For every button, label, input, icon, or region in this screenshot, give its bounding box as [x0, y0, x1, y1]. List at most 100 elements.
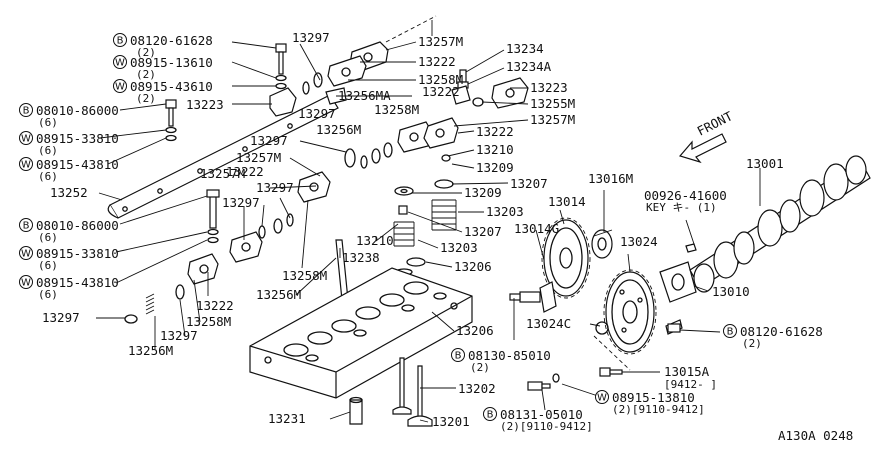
part-number: 08120-61628: [130, 33, 213, 48]
rocker-arms-top: [302, 41, 389, 105]
part-number: 08130-85010: [468, 348, 551, 363]
valve-springs-center: [393, 154, 457, 276]
prefix-letter: B: [727, 327, 734, 338]
part-number: 08915-13810: [612, 390, 695, 405]
part-label: 13258M: [186, 314, 231, 329]
prefix-letter: B: [487, 410, 494, 421]
part-label: 13222: [422, 84, 460, 99]
part-label: 13010: [712, 284, 750, 299]
part-label: 13231: [268, 411, 306, 426]
part-label: 13201: [432, 414, 470, 429]
leader-lines: [96, 15, 761, 423]
part-label: 13258M: [374, 102, 419, 117]
part-label: 13222: [226, 164, 264, 179]
part-qty: (2): [470, 361, 490, 374]
prefix-letter: W: [21, 134, 31, 145]
part-label: 13238: [342, 250, 380, 265]
prefix-letter: W: [21, 278, 31, 289]
part-label: 13297: [298, 106, 336, 121]
part-qty: (2)[9110-9412]: [500, 420, 593, 433]
part-qty: (2)[9110-9412]: [612, 403, 705, 416]
camshaft-13001: [685, 155, 871, 293]
part-label: 13209: [464, 185, 502, 200]
rocker-arms-right: [451, 69, 529, 109]
part-qty: (6): [38, 231, 58, 244]
part-number: 08120-61628: [740, 324, 823, 339]
key-part-number: 00926-41600: [644, 188, 727, 203]
part-label: 13202: [458, 381, 496, 396]
part-label: 13222: [476, 124, 514, 139]
prefix-letter: B: [23, 221, 30, 232]
part-label: 13207: [464, 224, 502, 239]
key-label: KEY キ- (1): [646, 201, 717, 214]
cam-gear-13024: [595, 269, 657, 355]
prefixed-part-numbers: 08120-61628 (2) 08915-13610 (2) 08915-43…: [36, 33, 823, 433]
part-label: 13297: [250, 133, 288, 148]
part-number: 08915-33810: [36, 131, 119, 146]
springs-bottom-left: [124, 284, 185, 324]
part-label: 13210: [356, 233, 394, 248]
part-number: 08915-43810: [36, 157, 119, 172]
part-label: 13297: [42, 310, 80, 325]
part-qty: (6): [38, 170, 58, 183]
prefix-circles: B W W B W W B W W B B W B: [19, 33, 737, 421]
part-label: 13222: [418, 54, 456, 69]
part-label: 13223: [530, 80, 568, 95]
part-qty: (6): [38, 144, 58, 157]
part-label: 13257M: [200, 166, 245, 181]
part-label: 13014G: [514, 221, 559, 236]
part-label: 13252: [50, 185, 88, 200]
part-label: 13257M: [418, 34, 463, 49]
part-number: 08915-43810: [36, 275, 119, 290]
prefix-letter: W: [115, 82, 125, 93]
part-label: 13256M: [316, 122, 361, 137]
part-label: 13258M: [418, 72, 463, 87]
part-label: 13297: [292, 30, 330, 45]
rocker-arms-middle: [297, 117, 459, 203]
part-label: 13209: [476, 160, 514, 175]
part-number: 08915-33810: [36, 246, 119, 261]
part-qty: (2): [136, 68, 156, 81]
part-number: 08010-86000: [36, 218, 119, 233]
part-label: 13256M: [256, 287, 301, 302]
rocker-arms-lower-left: [187, 189, 294, 285]
front-arrow: [678, 133, 727, 164]
prefix-letter: B: [23, 106, 30, 117]
diagram-code: A130A 0248: [778, 428, 853, 443]
part-note: [9412- ]: [664, 378, 717, 391]
part-label: 13297: [256, 180, 294, 195]
prefix-letter: W: [597, 393, 607, 404]
idler-13016M: [591, 229, 613, 259]
part-label: 13297: [222, 195, 260, 210]
part-label: 13222: [196, 298, 234, 313]
part-label: 13234A: [506, 59, 552, 74]
part-labels: 13297 13257M 13222 13258M 13256MA 13234 …: [42, 30, 853, 443]
thrust-plate-13010: [659, 261, 697, 335]
part-label: 13015A: [664, 364, 710, 379]
prefix-letter: W: [115, 58, 125, 69]
part-label: 13207: [510, 176, 548, 191]
part-label: 13203: [486, 204, 524, 219]
part-label: 13203: [440, 240, 478, 255]
prefix-letter: B: [455, 351, 462, 362]
prefix-letter: B: [117, 36, 124, 47]
part-label: 13234: [506, 41, 544, 56]
prefix-letter: W: [21, 160, 31, 171]
part-label: 13256MA: [338, 88, 391, 103]
part-label: 13255M: [530, 96, 575, 111]
part-label: 13206: [454, 259, 492, 274]
part-label: 13024: [620, 234, 658, 249]
cylinder-head-13231: [249, 267, 473, 425]
part-number: 08131-05010: [500, 407, 583, 422]
valves-13201-13202: [392, 357, 433, 427]
part-number: 08010-86000: [36, 103, 119, 118]
front-label: FRONT: [695, 108, 736, 139]
part-label: 13258M: [282, 268, 327, 283]
part-label: 13014: [548, 194, 586, 209]
part-label: 13206: [456, 323, 494, 338]
part-label: 13210: [476, 142, 514, 157]
part-label: 13256M: [128, 343, 173, 358]
part-label: 13024C: [526, 316, 571, 331]
part-qty: (2): [742, 337, 762, 350]
